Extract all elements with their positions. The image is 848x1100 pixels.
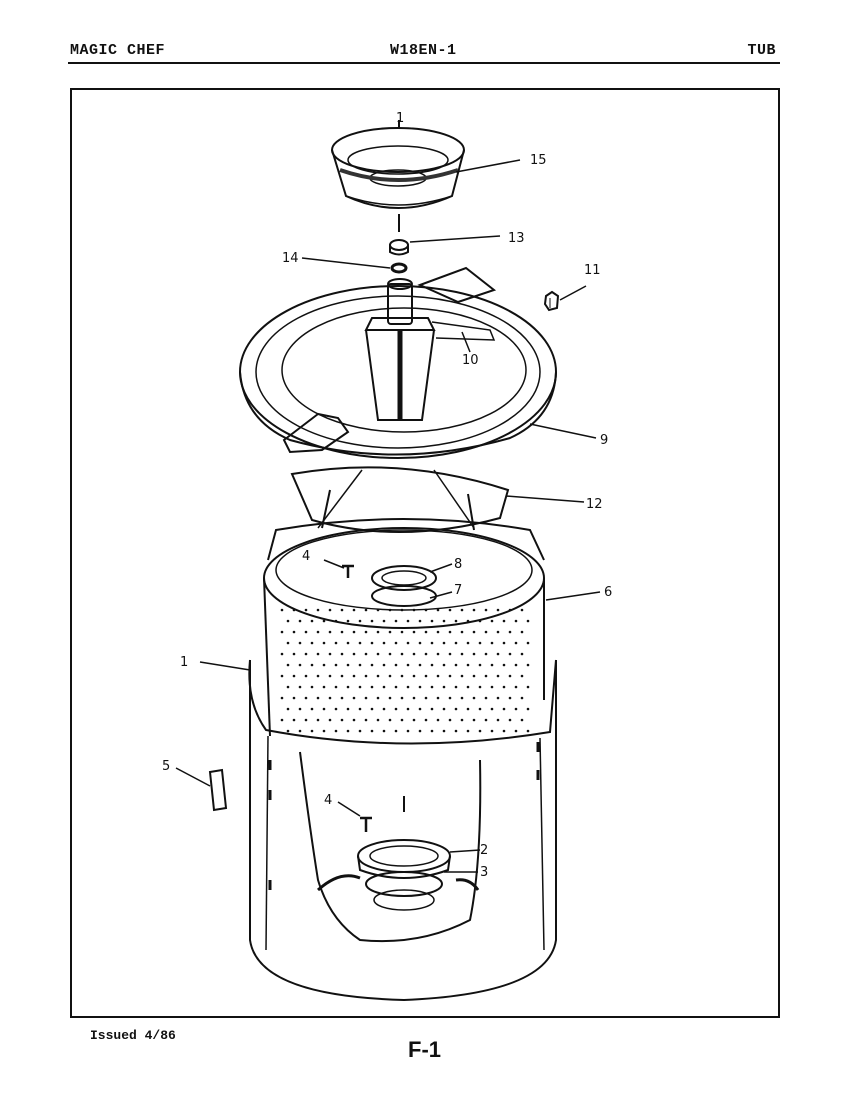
part-11-clip xyxy=(543,290,560,312)
callout-8: 8 xyxy=(454,557,462,572)
diagram-frame xyxy=(70,88,780,1018)
leader-lines xyxy=(175,159,601,873)
callout-14: 14 xyxy=(282,251,299,266)
callout-10: 10 xyxy=(462,353,479,368)
part-13-nut xyxy=(389,214,409,256)
callout-3: 3 xyxy=(480,865,488,880)
part-5-label-plate xyxy=(208,768,228,812)
callout-6: 6 xyxy=(604,585,612,600)
callout-1-top: 1 xyxy=(396,111,404,126)
part-10-agitator xyxy=(364,278,496,421)
header-rule xyxy=(68,62,780,64)
header-section: TUB xyxy=(747,42,776,59)
callout-4-bottom: 4 xyxy=(324,793,332,808)
callout-15: 15 xyxy=(530,153,547,168)
callout-11: 11 xyxy=(584,263,601,278)
footer-issued-date: Issued 4/86 xyxy=(90,1028,176,1043)
callout-2: 2 xyxy=(480,843,488,858)
callout-7: 7 xyxy=(454,583,462,598)
callout-4-top: 4 xyxy=(302,549,310,564)
part-14-washer xyxy=(390,262,408,274)
part-15-cap xyxy=(331,120,465,209)
part-1-outer-tub xyxy=(248,659,557,1002)
basket-perforations xyxy=(280,608,530,733)
header-brand: MAGIC CHEF xyxy=(70,42,166,59)
callout-1: 1 xyxy=(180,655,188,670)
callout-5: 5 xyxy=(162,759,170,774)
callout-13: 13 xyxy=(508,231,525,246)
part-6-basket xyxy=(263,518,545,737)
footer-page-number: F-1 xyxy=(408,1037,441,1062)
callout-9: 9 xyxy=(600,433,608,448)
callout-12: 12 xyxy=(586,497,603,512)
header-model: W18EN-1 xyxy=(390,42,457,59)
part-9-tub-ring xyxy=(239,266,557,459)
